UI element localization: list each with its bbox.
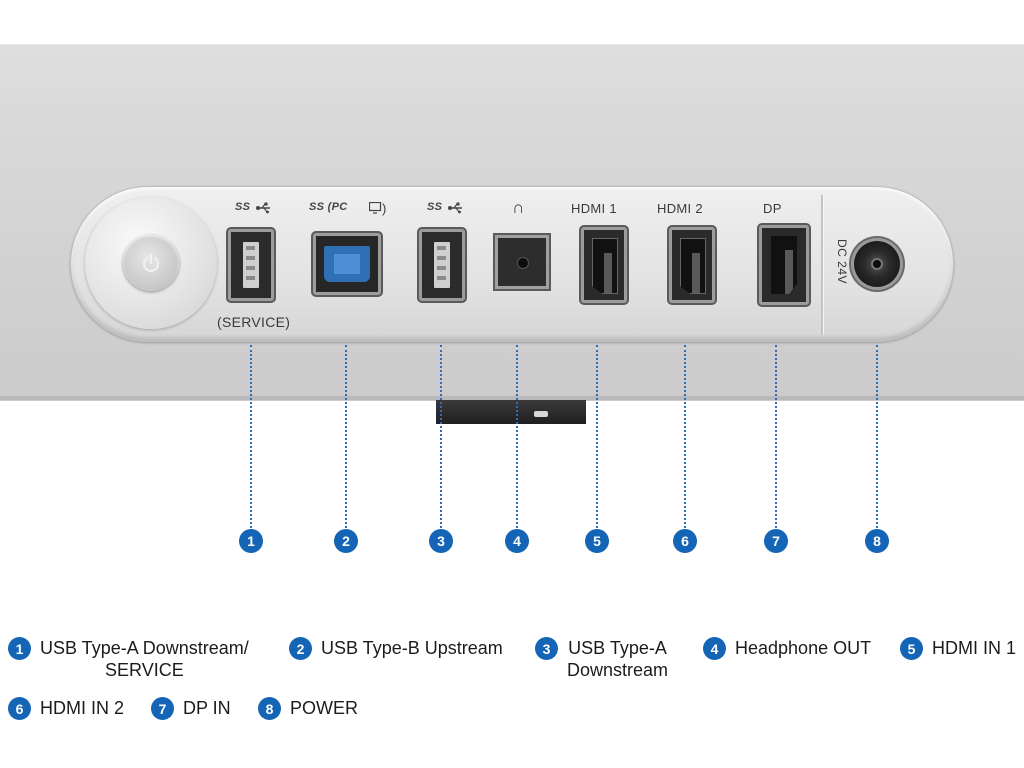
panel-divider: [821, 195, 823, 335]
hdmi-port-1[interactable]: [581, 227, 627, 303]
legend-number: 6: [8, 697, 31, 720]
leader-line-8: [876, 345, 878, 528]
port-3-ss-label: SS: [427, 201, 443, 213]
legend-label: Headphone OUT: [735, 638, 872, 658]
legend-item-5: 5 HDMI IN 1: [900, 637, 1016, 660]
callout-5: 5: [585, 529, 609, 553]
hdmi-port-2[interactable]: [669, 227, 715, 303]
usb-a-tongue: [243, 242, 259, 288]
callout-2: 2: [334, 529, 358, 553]
dc-24v-label: DC 24V: [835, 239, 849, 285]
legend-item-3: 3 USB Type-A Downstream: [535, 637, 668, 681]
legend-item-7: 7 DP IN: [151, 697, 231, 720]
power-button-ring: [85, 197, 217, 329]
legend-label: POWER: [290, 698, 359, 718]
headphone-jack[interactable]: [495, 235, 549, 289]
legend-item-8: 8 POWER: [258, 697, 358, 720]
legend-number: 1: [8, 637, 31, 660]
port-7-dp-label: DP: [763, 201, 782, 216]
dc-power-jack[interactable]: [854, 241, 900, 287]
stand-slot: [534, 411, 548, 417]
leader-line-6: [684, 345, 686, 528]
port-1-ss-label: SS: [235, 201, 251, 213]
leader-line-4: [516, 345, 518, 528]
legend-number: 4: [703, 637, 726, 660]
leader-line-3: [440, 345, 442, 528]
callout-1: 1: [239, 529, 263, 553]
legend-item-4: 4 Headphone OUT: [703, 637, 871, 660]
monitor-stand: [436, 400, 586, 424]
power-icon: [143, 254, 159, 272]
legend-label: USB Type-A Downstream/ SERVICE: [40, 638, 249, 680]
port-6-hdmi-label: HDMI 2: [657, 201, 703, 216]
legend-number: 5: [900, 637, 923, 660]
monitor-bottom-edge: [0, 396, 1024, 400]
callout-8: 8: [865, 529, 889, 553]
port-panel: SS (SERVICE) SS (PC ) SS: [70, 186, 954, 342]
legend-number: 3: [535, 637, 558, 660]
power-button[interactable]: [123, 235, 179, 291]
usb-icon: [448, 202, 462, 214]
usb-b-insert: [324, 246, 370, 282]
displayport[interactable]: [759, 225, 809, 305]
service-label: (SERVICE): [217, 314, 291, 330]
callout-4: 4: [505, 529, 529, 553]
callout-3: 3: [429, 529, 453, 553]
legend-number: 2: [289, 637, 312, 660]
port-2-ss-label: SS (PC: [309, 201, 348, 213]
callout-7: 7: [764, 529, 788, 553]
legend-label: DP IN: [183, 698, 231, 718]
usb-a-port-downstream[interactable]: [419, 229, 465, 301]
legend-label: HDMI IN 2: [40, 698, 125, 718]
leader-line-1: [250, 345, 252, 528]
legend-label: HDMI IN 1: [932, 638, 1017, 658]
leader-line-2: [345, 345, 347, 528]
legend-number: 8: [258, 697, 281, 720]
leader-line-5: [596, 345, 598, 528]
legend-label: USB Type-B Upstream: [321, 638, 503, 658]
pc-icon: [369, 202, 382, 214]
port-5-hdmi-label: HDMI 1: [571, 201, 617, 216]
leader-line-7: [775, 345, 777, 528]
usb-icon: [256, 202, 270, 214]
usb-b-port[interactable]: [313, 233, 381, 295]
legend-item-1: 1 USB Type-A Downstream/ SERVICE: [8, 637, 249, 681]
headphone-icon: ∩: [512, 198, 525, 217]
legend-label: USB Type-A Downstream: [567, 638, 669, 680]
legend-item-2: 2 USB Type-B Upstream: [289, 637, 503, 660]
callout-6: 6: [673, 529, 697, 553]
usb-a-port-service[interactable]: [228, 229, 274, 301]
legend-number: 7: [151, 697, 174, 720]
legend-item-6: 6 HDMI IN 2: [8, 697, 124, 720]
